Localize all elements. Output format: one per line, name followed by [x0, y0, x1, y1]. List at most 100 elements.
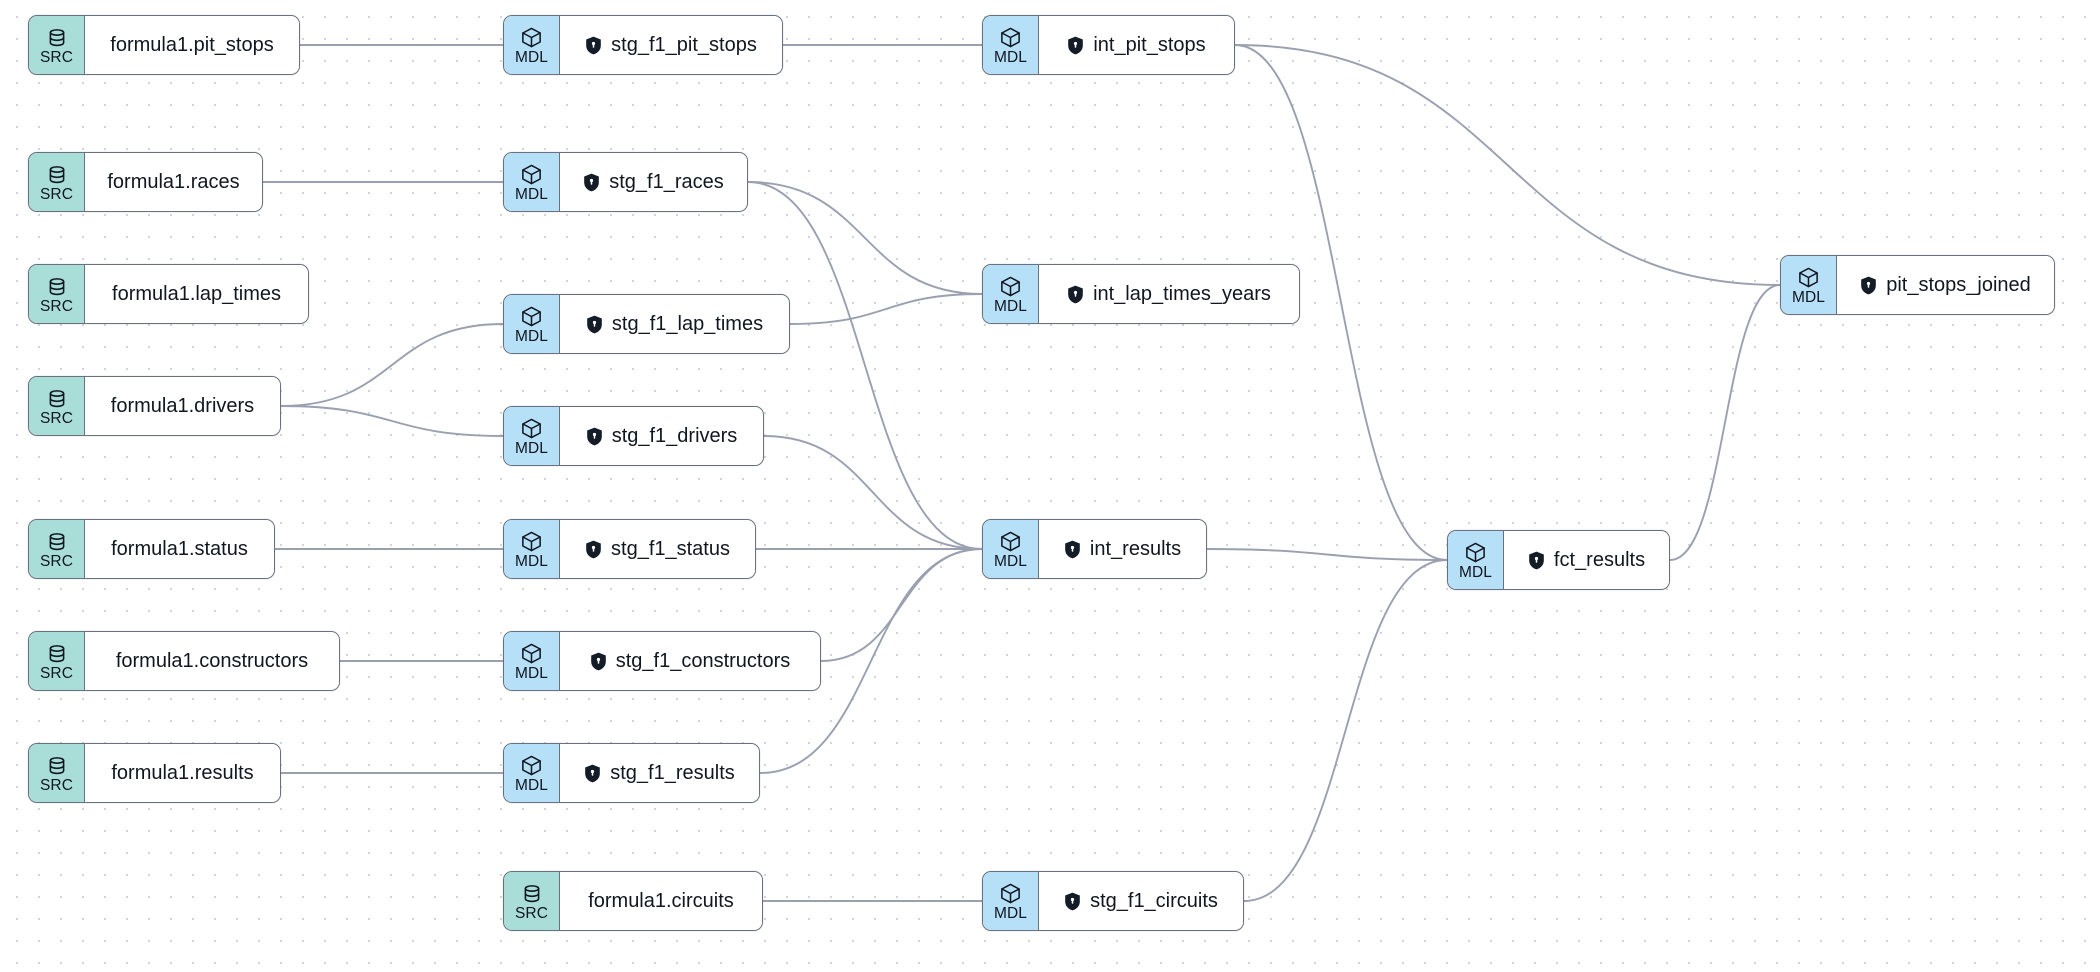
node-label: formula1.races [107, 170, 240, 193]
cube-icon [520, 754, 543, 777]
node-body: formula1.status [85, 520, 274, 578]
node-label: stg_f1_status [611, 537, 730, 560]
shield-lock-icon [583, 173, 600, 192]
node-body: stg_f1_constructors [560, 632, 820, 690]
cube-icon [999, 26, 1022, 49]
node-label: formula1.results [111, 761, 254, 784]
badge-label: SRC [39, 552, 74, 570]
shield-lock-icon [1528, 551, 1545, 570]
node-body: int_results [1039, 520, 1206, 578]
node-label: stg_f1_races [609, 170, 724, 193]
database-cylinder-icon [46, 164, 68, 186]
node-label: stg_f1_pit_stops [611, 33, 757, 56]
badge-label: MDL [1458, 564, 1493, 582]
node-body: stg_f1_circuits [1039, 872, 1243, 930]
node-label: stg_f1_circuits [1090, 889, 1218, 912]
shield-lock-icon [584, 764, 601, 783]
cube-icon [1797, 266, 1820, 289]
source-badge: SRC [29, 16, 85, 74]
database-cylinder-icon [46, 388, 68, 410]
node-body: formula1.results [85, 744, 280, 802]
badge-label: MDL [1791, 289, 1826, 307]
node-label: int_lap_times_years [1093, 282, 1271, 305]
lineage-node-src_lap_times[interactable]: SRC formula1.lap_times [28, 264, 309, 324]
model-badge: MDL [504, 744, 560, 802]
source-badge: SRC [504, 872, 560, 930]
lineage-node-src_status[interactable]: SRC formula1.status [28, 519, 275, 579]
node-label: stg_f1_lap_times [611, 312, 764, 335]
lineage-node-src_circuits[interactable]: SRC formula1.circuits [503, 871, 763, 931]
node-label: formula1.status [111, 537, 248, 560]
cube-icon [1464, 541, 1487, 564]
lineage-node-stg_status[interactable]: MDL stg_f1_status [503, 519, 756, 579]
lineage-node-fct_results[interactable]: MDL fct_results [1447, 530, 1670, 590]
lineage-node-src_drivers[interactable]: SRC formula1.drivers [28, 376, 281, 436]
lineage-node-stg_lap_times[interactable]: MDL stg_f1_lap_times [503, 294, 790, 354]
badge-label: SRC [39, 297, 74, 315]
node-label: stg_f1_drivers [611, 424, 738, 447]
badge-label: SRC [514, 904, 549, 922]
shield-lock-icon [585, 540, 602, 559]
node-body: fct_results [1504, 531, 1669, 589]
shield-lock-icon [1067, 285, 1084, 304]
model-badge: MDL [1781, 256, 1837, 314]
lineage-node-stg_circuits[interactable]: MDL stg_f1_circuits [982, 871, 1244, 931]
lineage-node-pit_stops_joined[interactable]: MDL pit_stops_joined [1780, 255, 2055, 315]
lineage-node-src_results[interactable]: SRC formula1.results [28, 743, 281, 803]
node-body: formula1.pit_stops [85, 16, 299, 74]
node-body: stg_f1_drivers [560, 407, 763, 465]
node-body: formula1.lap_times [85, 265, 308, 323]
cube-icon [999, 882, 1022, 905]
node-body: formula1.constructors [85, 632, 339, 690]
model-badge: MDL [504, 520, 560, 578]
model-badge: MDL [504, 153, 560, 211]
node-body: formula1.drivers [85, 377, 280, 435]
model-badge: MDL [983, 520, 1039, 578]
cube-icon [520, 163, 543, 186]
cube-icon [520, 417, 543, 440]
badge-label: MDL [993, 49, 1028, 67]
database-cylinder-icon [521, 883, 543, 905]
node-body: stg_f1_pit_stops [560, 16, 782, 74]
database-cylinder-icon [46, 755, 68, 777]
database-cylinder-icon [46, 276, 68, 298]
model-badge: MDL [504, 632, 560, 690]
badge-label: SRC [39, 776, 74, 794]
lineage-node-stg_races[interactable]: MDL stg_f1_races [503, 152, 748, 212]
database-cylinder-icon [46, 643, 68, 665]
badge-label: MDL [514, 665, 549, 683]
node-body: int_lap_times_years [1039, 265, 1299, 323]
badge-label: MDL [514, 49, 549, 67]
badge-label: SRC [39, 185, 74, 203]
node-label: formula1.circuits [588, 889, 734, 912]
node-label: pit_stops_joined [1886, 273, 2031, 296]
source-badge: SRC [29, 520, 85, 578]
lineage-node-src_pit_stops[interactable]: SRC formula1.pit_stops [28, 15, 300, 75]
badge-label: MDL [514, 553, 549, 571]
node-label: formula1.pit_stops [110, 33, 274, 56]
model-badge: MDL [983, 16, 1039, 74]
model-badge: MDL [983, 265, 1039, 323]
badge-label: SRC [39, 409, 74, 427]
lineage-node-stg_pit_stops[interactable]: MDL stg_f1_pit_stops [503, 15, 783, 75]
database-cylinder-icon [46, 531, 68, 553]
lineage-node-src_races[interactable]: SRC formula1.races [28, 152, 263, 212]
lineage-node-stg_constructors[interactable]: MDL stg_f1_constructors [503, 631, 821, 691]
node-body: pit_stops_joined [1837, 256, 2054, 314]
model-badge: MDL [504, 16, 560, 74]
badge-label: MDL [514, 328, 549, 346]
cube-icon [520, 305, 543, 328]
cube-icon [520, 26, 543, 49]
shield-lock-icon [586, 315, 603, 334]
node-label: formula1.drivers [110, 394, 255, 417]
node-body: stg_f1_results [560, 744, 759, 802]
model-badge: MDL [1448, 531, 1504, 589]
badge-label: MDL [993, 905, 1028, 923]
lineage-node-int_lap_times_years[interactable]: MDL int_lap_times_years [982, 264, 1300, 324]
